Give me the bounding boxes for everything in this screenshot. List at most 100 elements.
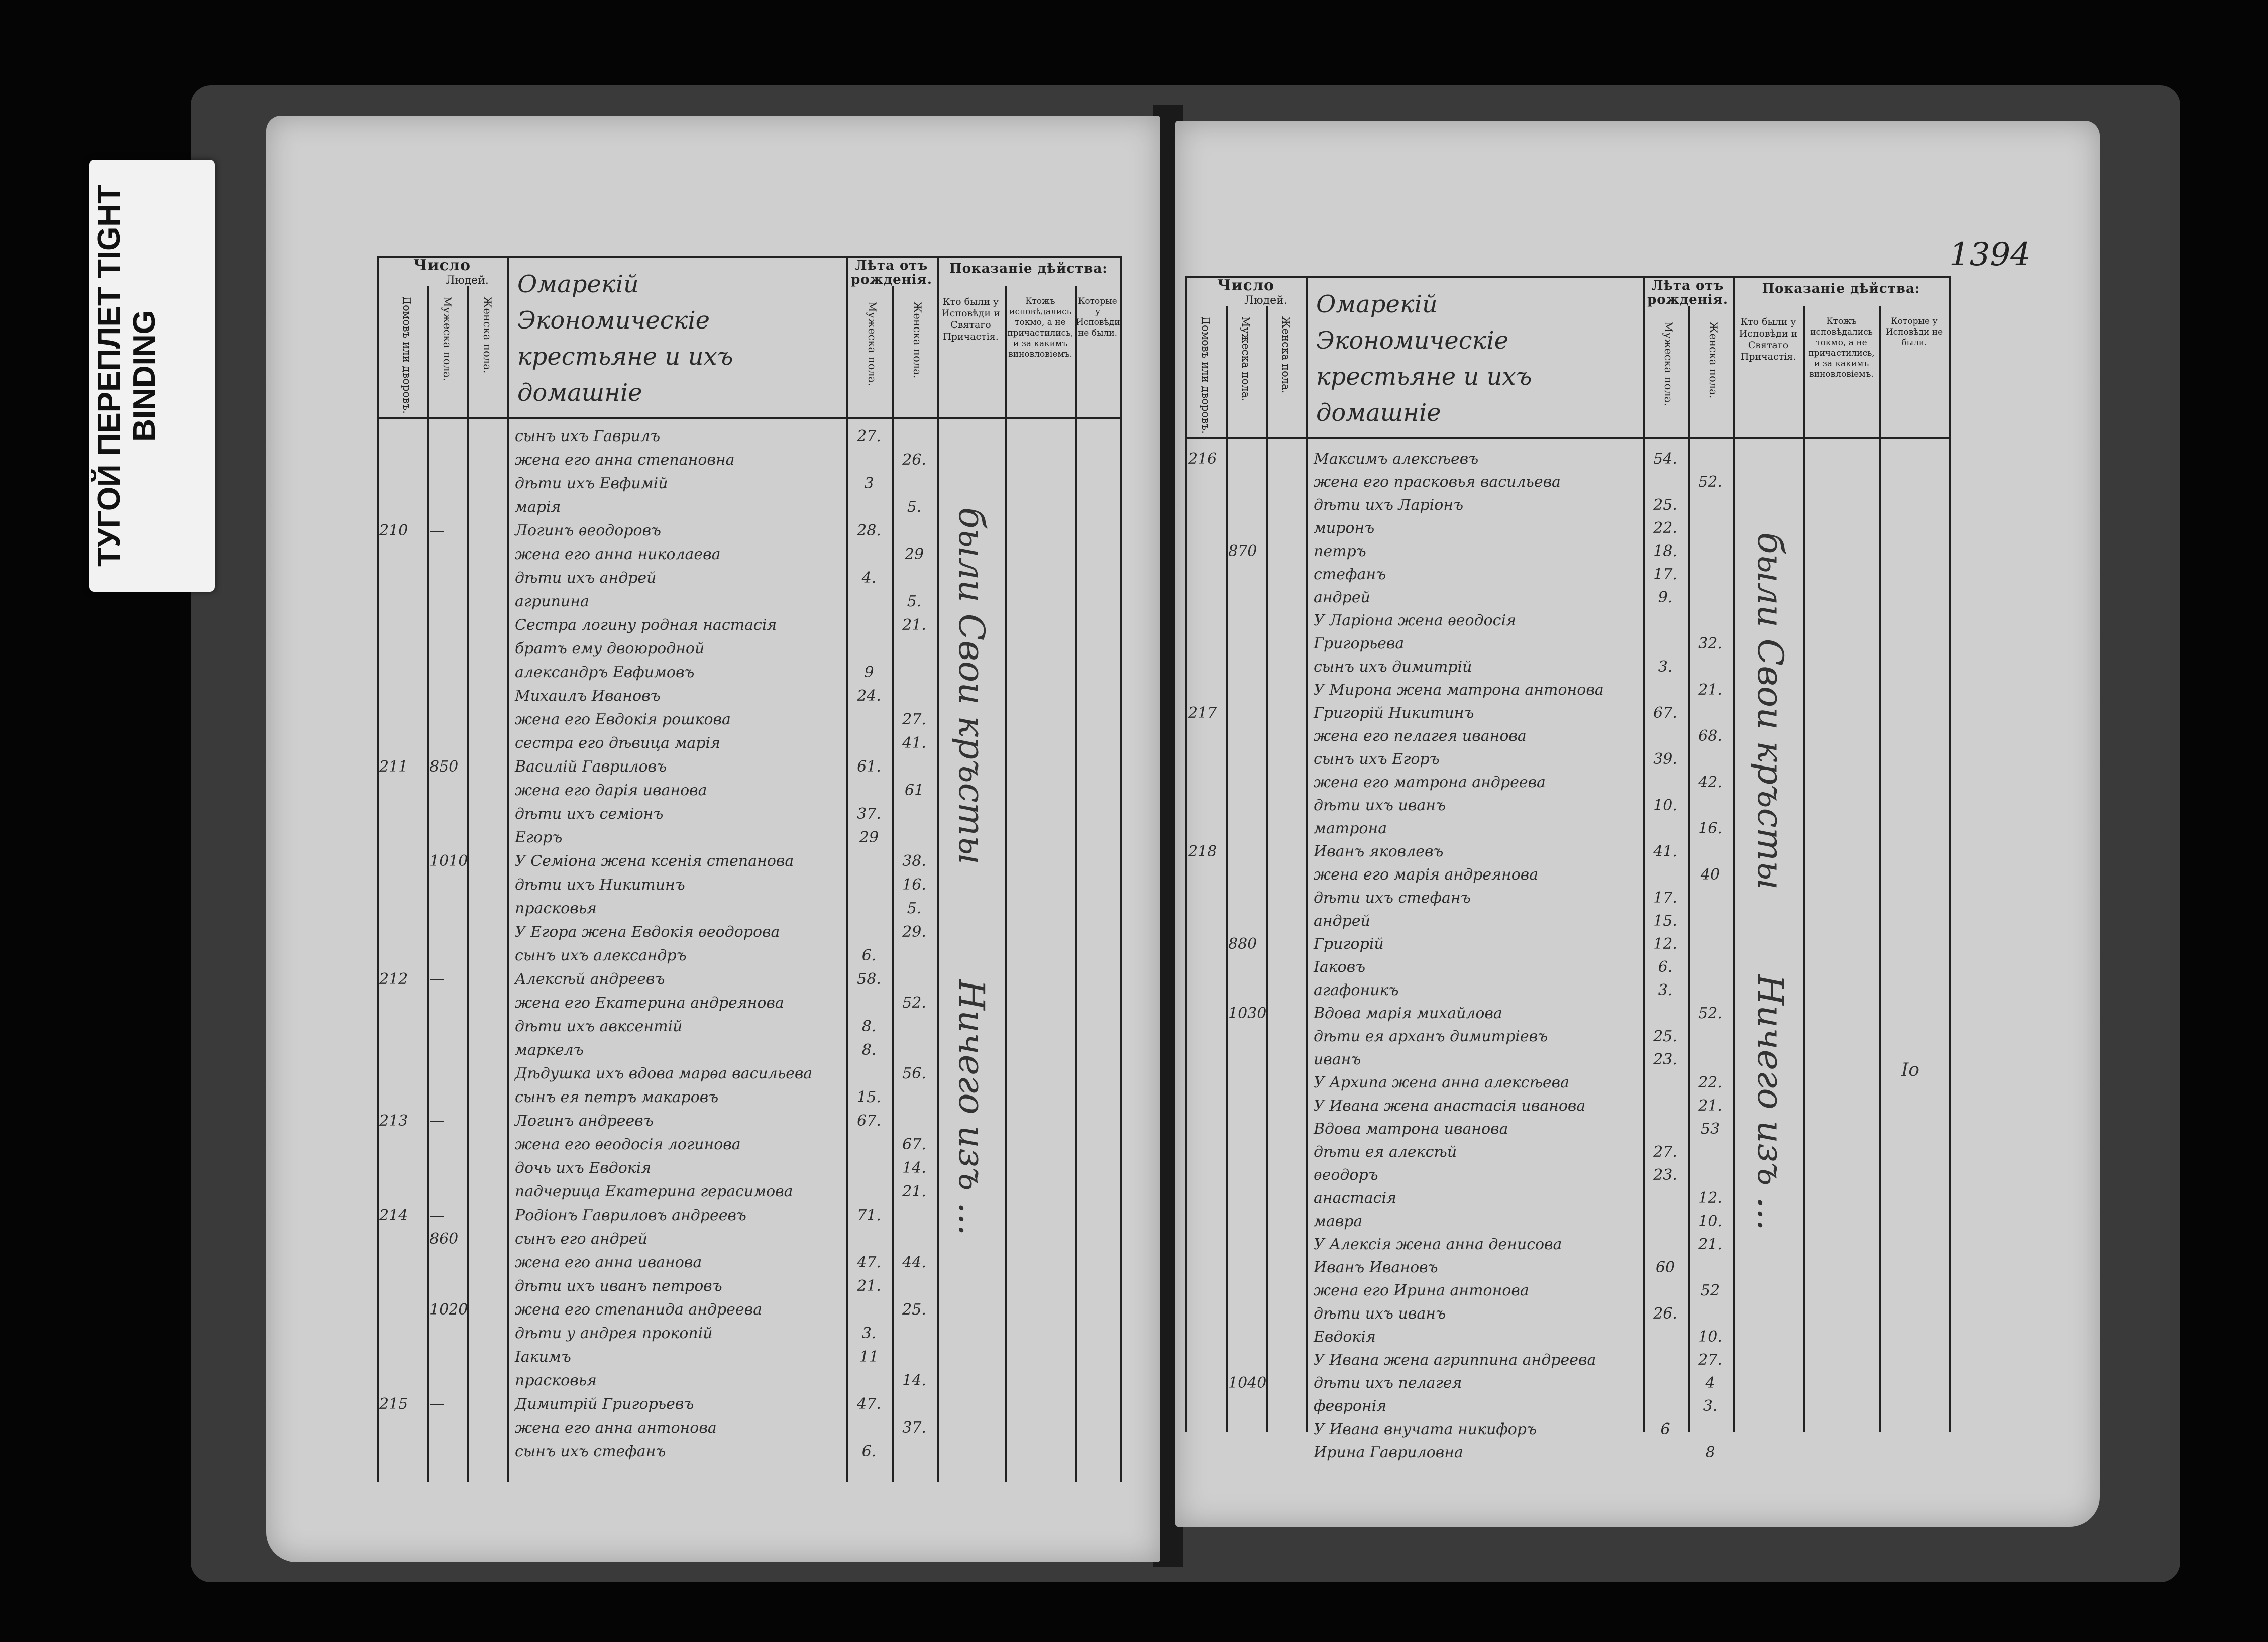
age-female: 10. xyxy=(1698,1213,1722,1230)
person-entry: дѣти ихъ Евфимій xyxy=(515,475,668,492)
col-line xyxy=(507,256,509,1482)
age-female: 12. xyxy=(1698,1189,1722,1207)
folio-number: 1394 xyxy=(1949,236,2031,273)
header-col-only: Ктожъ исповѣдались токмо, а не причастил… xyxy=(1007,296,1073,359)
col-line xyxy=(1075,286,1077,1482)
register-row: дѣти ихъ авксентій 8. xyxy=(266,1015,1160,1042)
person-entry: жена его степанида андреева xyxy=(515,1301,762,1319)
person-entry: Логинъ ѳеодоровъ xyxy=(515,522,662,539)
dvor-count: — xyxy=(429,522,445,539)
header-leta-zhen: Женска пола. xyxy=(1707,321,1719,399)
header-col-not: Которые у Исповѣди не были. xyxy=(1885,316,1943,348)
person-entry: дѣти ея арханъ димитріевъ xyxy=(1314,1028,1548,1045)
person-entry: прасковья xyxy=(515,1372,597,1389)
dvor-count: 1040 xyxy=(1228,1374,1267,1392)
header-top-rule xyxy=(1185,276,1949,278)
person-entry: жена его Ирина антонова xyxy=(1314,1282,1529,1299)
age-male: 67. xyxy=(1653,704,1677,722)
header-chislo: Число xyxy=(1217,277,1275,294)
dvor-count: 1020 xyxy=(429,1301,468,1319)
age-female: 26. xyxy=(902,451,926,469)
person-entry: сынъ ея петръ макаровъ xyxy=(515,1088,719,1106)
col-line xyxy=(467,286,469,1482)
age-male: 3. xyxy=(1658,981,1673,999)
header-leta-1: Лѣта отъ xyxy=(1651,278,1724,293)
household-number: 215 xyxy=(379,1395,408,1413)
header-muzh: Мужеска пола. xyxy=(1240,316,1252,401)
person-entry: Родіонъ Гавриловъ андреевъ xyxy=(515,1207,746,1224)
age-female: 21. xyxy=(1698,681,1722,699)
age-female: 22. xyxy=(1698,1074,1722,1091)
person-entry: дѣти ихъ авксентій xyxy=(515,1018,683,1035)
header-leta-muzh: Мужеска пола. xyxy=(866,301,878,386)
age-female: 40 xyxy=(1700,866,1720,884)
person-entry: анастасія xyxy=(1314,1189,1396,1207)
left-page: Число Людей. Домовъ или дворовъ. Мужеска… xyxy=(266,116,1160,1562)
age-male: 8. xyxy=(861,1018,877,1035)
age-female: 21. xyxy=(1698,1236,1722,1253)
age-female: 42. xyxy=(1698,774,1722,791)
age-male: 11 xyxy=(859,1348,879,1366)
header-pokazanie: Показаніе дѣйства: xyxy=(1762,281,1920,296)
age-male: 6. xyxy=(861,1443,877,1460)
age-male: 27. xyxy=(857,427,881,445)
right-side-mark: Іо xyxy=(1901,1060,1919,1080)
person-entry: жена его Екатерина андреянова xyxy=(515,994,784,1012)
col-line xyxy=(846,256,848,1482)
age-male: 22. xyxy=(1653,519,1677,537)
age-female: 67. xyxy=(902,1136,926,1153)
col-line xyxy=(1226,306,1228,1432)
col-line xyxy=(1185,276,1187,1432)
age-female: 27. xyxy=(1698,1351,1722,1369)
person-entry: Логинъ андреевъ xyxy=(515,1112,654,1130)
person-entry: мавра xyxy=(1314,1213,1363,1230)
age-male: 26. xyxy=(1653,1305,1677,1323)
header-leta-muzh: Мужеска пола. xyxy=(1662,321,1674,406)
dvor-count: 1010 xyxy=(429,852,468,870)
right-page-title: Омарекій Экономическіе крестьяне и ихъ д… xyxy=(1316,290,1532,427)
person-entry: Алексѣй андреевъ xyxy=(515,970,665,988)
dvor-count: 860 xyxy=(429,1230,459,1248)
col-line xyxy=(377,256,379,1482)
age-male: 9. xyxy=(1658,589,1673,606)
person-entry: дѣти ихъ иванъ xyxy=(1314,797,1446,814)
person-entry: Ирина Гавриловна xyxy=(1314,1444,1463,1461)
register-row: анастасія 12. xyxy=(1175,1186,2100,1214)
person-entry: сынъ ихъ димитрій xyxy=(1314,658,1472,676)
dvor-count: — xyxy=(429,970,445,988)
age-female: 25. xyxy=(902,1301,926,1319)
binding-tab: ТУГОЙ ПЕРЕПЛЕТ TIGHT BINDING xyxy=(89,160,215,592)
age-female: 5. xyxy=(907,900,922,917)
person-entry: дѣти ихъ иванъ петровъ xyxy=(515,1277,722,1295)
age-male: 8. xyxy=(861,1041,877,1059)
col-line xyxy=(1949,276,1951,1432)
person-entry: сынъ ихъ Гаврилъ xyxy=(515,427,661,445)
col-line xyxy=(892,286,894,1482)
